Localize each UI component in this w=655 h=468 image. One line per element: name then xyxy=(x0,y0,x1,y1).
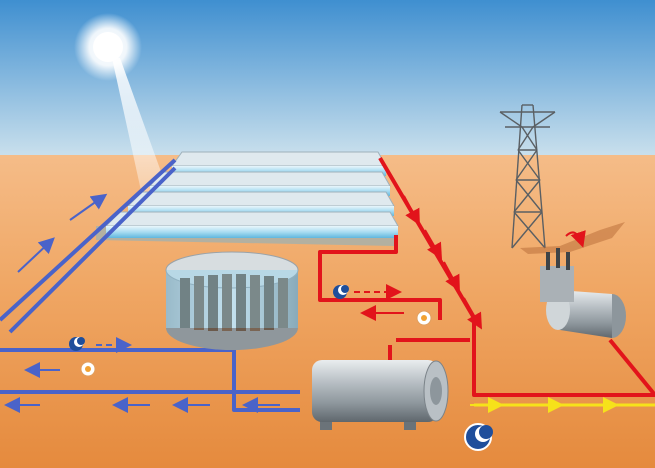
sun-small-icon xyxy=(80,361,96,377)
moon-icon xyxy=(464,423,493,451)
hot-fluid-pipes xyxy=(230,156,655,397)
transmission-tower xyxy=(499,104,556,249)
moon-icon xyxy=(69,337,85,351)
trough-row-4 xyxy=(104,211,399,238)
sun-icon xyxy=(74,13,142,81)
thermal-storage-tank xyxy=(165,251,299,350)
steam-turbine-generator xyxy=(312,360,449,430)
storage-modules xyxy=(180,274,288,331)
parabolic-trough-collector-field xyxy=(96,151,399,246)
hot-flow-arrows xyxy=(354,195,586,330)
sun-small-icon xyxy=(416,310,432,326)
moon-icon xyxy=(333,285,349,299)
cold-flow-arrows xyxy=(4,193,280,413)
step-up-transformer xyxy=(540,248,626,338)
cold-fluid-pipes xyxy=(0,158,300,412)
